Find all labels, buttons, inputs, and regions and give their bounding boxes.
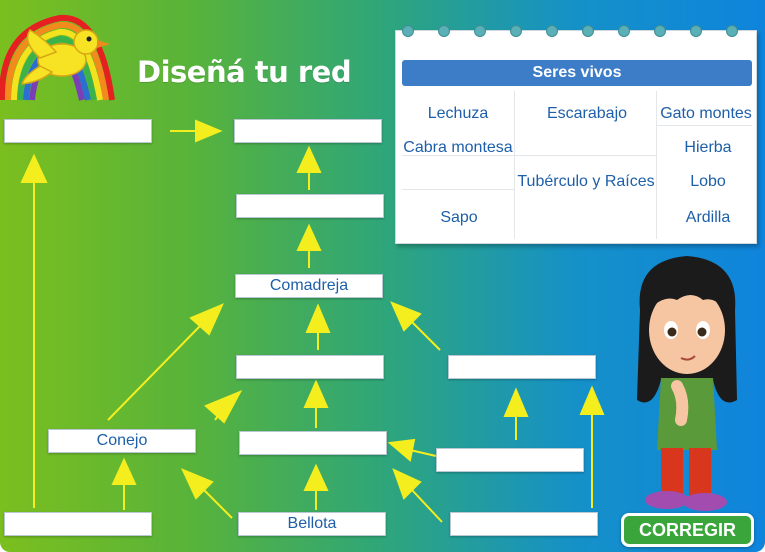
- arrow-head: [189, 303, 224, 336]
- spiral-ring: [690, 25, 702, 37]
- spiral-ring: [438, 25, 450, 37]
- arrow-head: [296, 223, 322, 251]
- arrow-line: [107, 325, 201, 421]
- divider: [514, 91, 515, 239]
- arrow-head: [303, 379, 329, 408]
- notepad-header: Seres vivos: [402, 60, 752, 86]
- divider: [514, 155, 656, 156]
- word-card[interactable]: Lobo: [690, 173, 726, 190]
- spiral-ring: [654, 25, 666, 37]
- spiral-ring: [618, 25, 630, 37]
- arrow-line: [411, 321, 441, 351]
- spiral-ring: [402, 25, 414, 37]
- spiral-ring: [510, 25, 522, 37]
- spiral-ring: [546, 25, 558, 37]
- word-card[interactable]: Tubérculo y Raíces: [517, 173, 655, 190]
- arrow-head: [20, 153, 48, 183]
- arrow-head: [387, 438, 416, 462]
- arrow-head: [111, 457, 137, 485]
- answer-slot-comadreja[interactable]: Comadreja: [235, 274, 383, 298]
- answer-slot[interactable]: [448, 355, 596, 379]
- arrow-head: [503, 387, 529, 417]
- spiral-ring: [582, 25, 594, 37]
- arrow-head: [296, 145, 322, 173]
- answer-slot[interactable]: [239, 431, 387, 455]
- answer-slot-bellota[interactable]: Bellota: [238, 512, 386, 536]
- page-title: Diseñá tu red: [137, 55, 352, 89]
- arrow-head: [181, 468, 214, 500]
- answer-slot-conejo[interactable]: Conejo: [48, 429, 196, 453]
- word-card[interactable]: Lechuza: [427, 105, 489, 122]
- divider: [402, 155, 514, 156]
- word-card[interactable]: Cabra montesa: [403, 139, 513, 156]
- check-button[interactable]: CORREGIR: [621, 513, 754, 547]
- arrow-head: [204, 390, 243, 424]
- living-beings-notepad: Seres vivos Lechuza Escarabajo Gato mont…: [395, 25, 757, 244]
- divider: [656, 91, 657, 239]
- answer-slot[interactable]: [436, 448, 584, 472]
- answer-slot[interactable]: [4, 512, 152, 536]
- word-card[interactable]: Hierba: [684, 139, 732, 156]
- girl-character: [637, 256, 737, 511]
- answer-slot[interactable]: [4, 119, 152, 143]
- spiral-ring: [474, 25, 486, 37]
- answer-slot[interactable]: [234, 119, 382, 143]
- rainbow-bird-logo: [0, 14, 115, 101]
- divider: [402, 189, 514, 190]
- arrow-line: [203, 489, 233, 519]
- bird-icon: [21, 28, 110, 85]
- arrow-head: [303, 463, 329, 491]
- divider: [656, 125, 752, 126]
- word-card[interactable]: Gato montes: [660, 105, 752, 122]
- spiral-ring: [726, 25, 738, 37]
- answer-slot[interactable]: [450, 512, 598, 536]
- word-card[interactable]: Sapo: [440, 209, 478, 226]
- answer-slot[interactable]: [236, 355, 384, 379]
- answer-slot[interactable]: [236, 194, 384, 218]
- arrow-head: [195, 119, 223, 143]
- arrow-head: [305, 303, 331, 333]
- arrow-line: [409, 449, 437, 457]
- word-card[interactable]: Ardilla: [685, 209, 731, 226]
- arrow-head: [390, 301, 422, 332]
- arrow-head: [392, 468, 422, 500]
- word-card[interactable]: Escarabajo: [546, 105, 628, 122]
- arrow-head: [579, 385, 605, 415]
- arrow-line: [411, 489, 443, 523]
